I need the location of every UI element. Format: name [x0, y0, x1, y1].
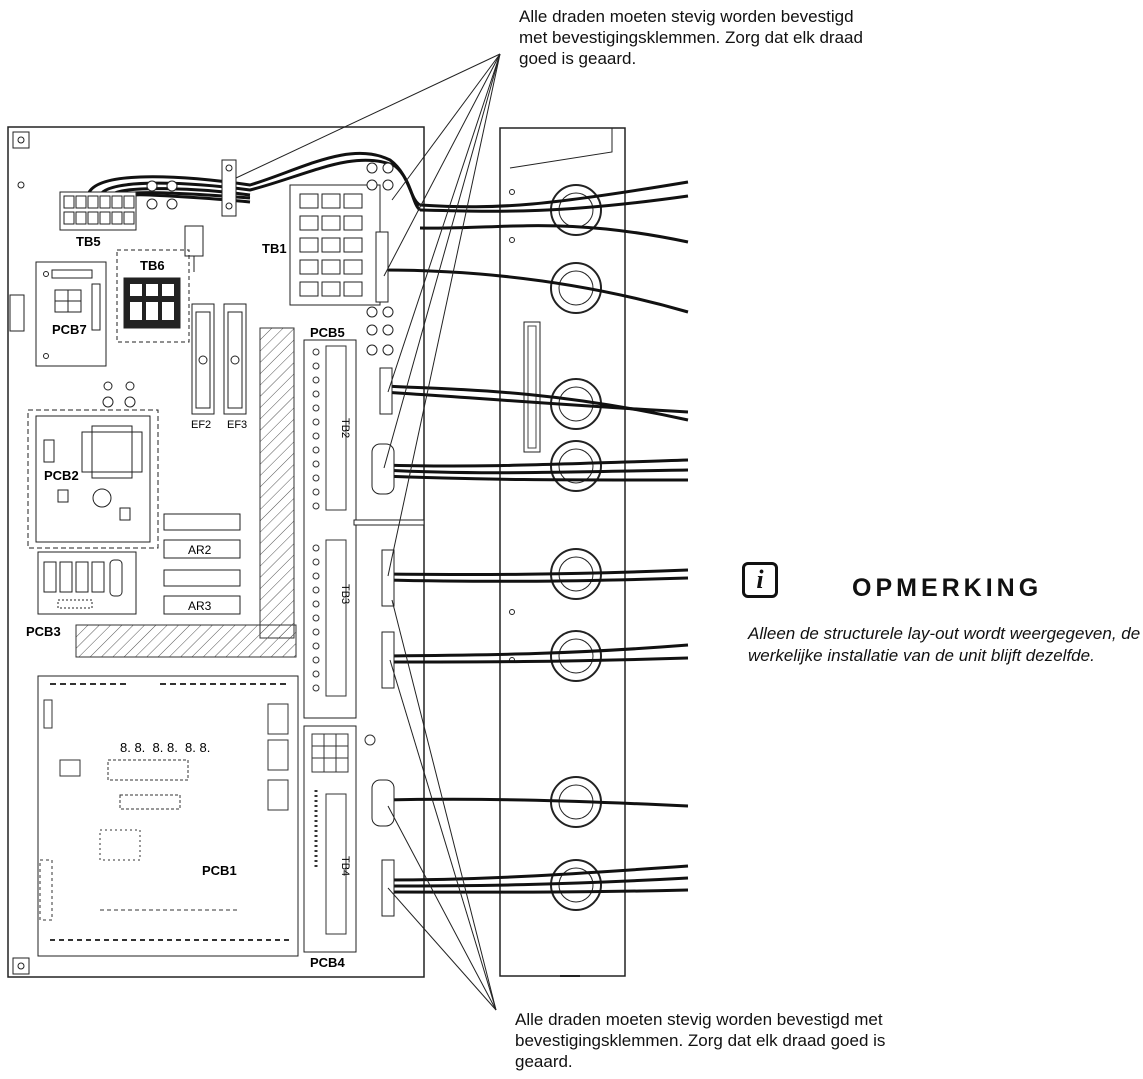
tb1-terminal-block — [289, 162, 394, 356]
tb2-label: TB2 — [339, 418, 351, 438]
ar-modules — [163, 513, 241, 615]
info-icon: i — [742, 562, 778, 598]
tb6-box — [116, 249, 190, 343]
ar3-label: AR3 — [188, 599, 212, 613]
door-handle-slot — [523, 321, 541, 453]
ef-fuses — [191, 303, 247, 415]
pcb7-label: PCB7 — [52, 322, 87, 337]
tb5-label: TB5 — [76, 234, 101, 249]
pcb7-board — [35, 261, 107, 367]
tb1-label: TB1 — [262, 241, 287, 256]
pcb2-label: PCB2 — [44, 468, 79, 483]
pcb1-label: PCB1 — [202, 863, 237, 878]
callout-text-top: Alle draden moeten stevig worden bevesti… — [519, 7, 863, 68]
hatched-area — [75, 624, 297, 658]
callout-text-bottom: Alle draden moeten stevig worden bevesti… — [515, 1010, 886, 1071]
note-body: Alleen de structurele lay-out wordt weer… — [748, 624, 1141, 665]
hatched-area — [259, 327, 295, 639]
pcb1-segment-display: 8. 8. 8. 8. 8. 8. — [120, 740, 210, 755]
pcb4-label: PCB4 — [310, 955, 345, 970]
panel-mount-hole — [17, 136, 25, 144]
tb3-label: TB3 — [339, 584, 351, 604]
panel-mount-hole — [12, 957, 30, 975]
tb6-label: TB6 — [140, 258, 165, 273]
panel-mount-hole — [17, 962, 25, 970]
cable-clamps — [371, 231, 395, 917]
note-heading: OPMERKING — [852, 574, 1043, 602]
pcb5-label: PCB5 — [310, 325, 345, 340]
pcb2-box — [27, 409, 159, 549]
ef2-label: EF2 — [191, 419, 211, 431]
pcb1-board — [37, 675, 299, 957]
tb2-terminal-rows — [312, 345, 347, 697]
tb4-label: TB4 — [339, 856, 351, 876]
ef3-label: EF3 — [227, 419, 247, 431]
panel-side-bracket — [9, 294, 25, 332]
callout-leaders — [235, 53, 501, 1011]
wire-bundles — [86, 151, 689, 894]
panel-mount-hole — [12, 131, 30, 149]
pcb5-board — [303, 339, 357, 719]
pcb3-label: PCB3 — [26, 624, 61, 639]
pcb4-board — [303, 725, 357, 953]
ar2-label: AR2 — [188, 543, 212, 557]
note-panel: i OPMERKING Alleen de structurele lay-ou… — [740, 562, 1140, 702]
tb5-terminal-block — [59, 180, 178, 231]
